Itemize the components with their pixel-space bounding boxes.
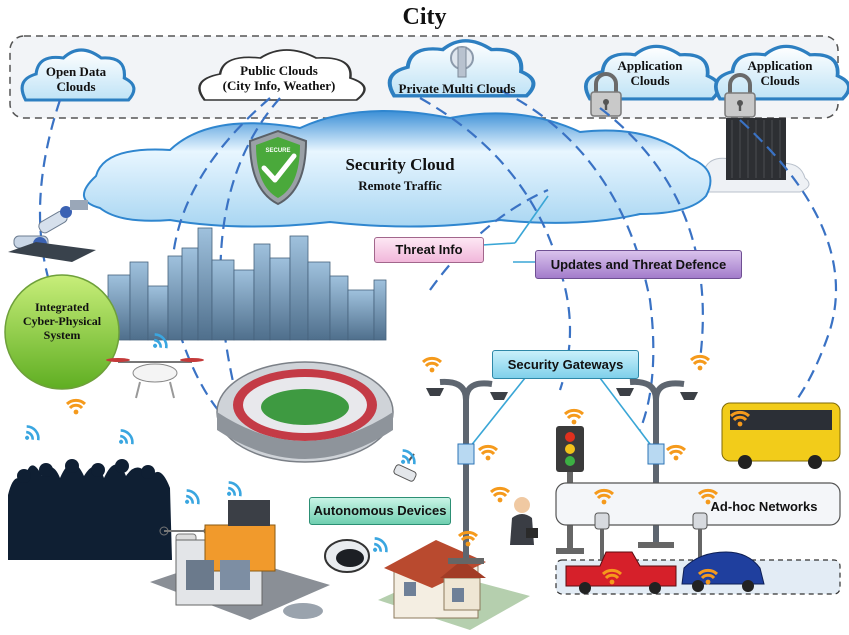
street-lamp-1-icon xyxy=(439,378,493,560)
smart-house-icon xyxy=(150,500,330,620)
public-cloud-icon xyxy=(198,49,366,101)
shield-icon: SECURE xyxy=(248,129,308,206)
robot-arm-icon xyxy=(8,200,96,262)
threat-info-box: Threat Info xyxy=(374,237,484,263)
open-data-clouds-label: Open Data Clouds xyxy=(26,64,126,95)
application-1-line-1: Application xyxy=(617,58,683,73)
drone-icon xyxy=(106,358,204,399)
truck-icon xyxy=(565,551,677,594)
city-skyline-icon xyxy=(107,227,387,341)
public-clouds-line-2: (City Info, Weather) xyxy=(222,77,336,93)
public-clouds-label: Public Clouds (City Info, Weather) xyxy=(204,63,354,94)
bus-icon xyxy=(721,402,841,469)
shield-badge-text: SECURE xyxy=(265,148,290,154)
integrated-line-2: Cyber-Physical xyxy=(22,313,102,328)
adhoc-networks-label: Ad-hoc Networks xyxy=(710,499,818,514)
application-2-line-1: Application xyxy=(747,58,813,73)
crowd-icon xyxy=(8,459,172,560)
integrated-system-circle xyxy=(4,274,120,390)
integrated-system-label: Integrated Cyber-Physical System xyxy=(6,300,118,342)
house-icon xyxy=(378,540,530,630)
security-cloud-icon xyxy=(83,109,712,228)
page-title: City xyxy=(402,4,447,30)
autonomous-devices-box: Autonomous Devices xyxy=(309,497,451,525)
open-data-line-2: Clouds xyxy=(56,78,96,94)
server-rack-icon xyxy=(690,118,810,193)
private-multi-clouds-label: Private Multi Clouds xyxy=(398,81,516,96)
street-lamp-2-icon xyxy=(629,378,685,545)
integrated-line-3: System xyxy=(43,327,81,342)
person-icon xyxy=(510,497,538,545)
stadium-icon xyxy=(216,361,394,463)
key-icon xyxy=(450,46,474,78)
application-clouds-1-label: Application Clouds xyxy=(610,58,690,89)
parking-meter-2-icon xyxy=(692,512,708,561)
integrated-line-1: Integrated xyxy=(35,300,89,314)
street-lamp-2-base xyxy=(616,388,698,548)
application-2-line-2: Clouds xyxy=(760,72,800,88)
security-gateways-box: Security Gateways xyxy=(492,350,639,379)
updates-threat-defence-box: Updates and Threat Defence xyxy=(535,250,742,279)
public-clouds-line-1: Public Clouds xyxy=(240,63,318,78)
application-1-line-2: Clouds xyxy=(630,72,670,88)
open-data-line-1: Open Data xyxy=(45,64,107,79)
street-lamp-1-base xyxy=(426,388,508,564)
application-clouds-2-label: Application Clouds xyxy=(740,58,820,89)
solid-links xyxy=(465,195,657,453)
security-cloud-subtitle: Remote Traffic xyxy=(358,178,442,193)
parking-meter-1-icon xyxy=(594,512,610,561)
security-cloud-title: Security Cloud xyxy=(345,155,455,174)
robot-car-icon xyxy=(324,539,370,573)
